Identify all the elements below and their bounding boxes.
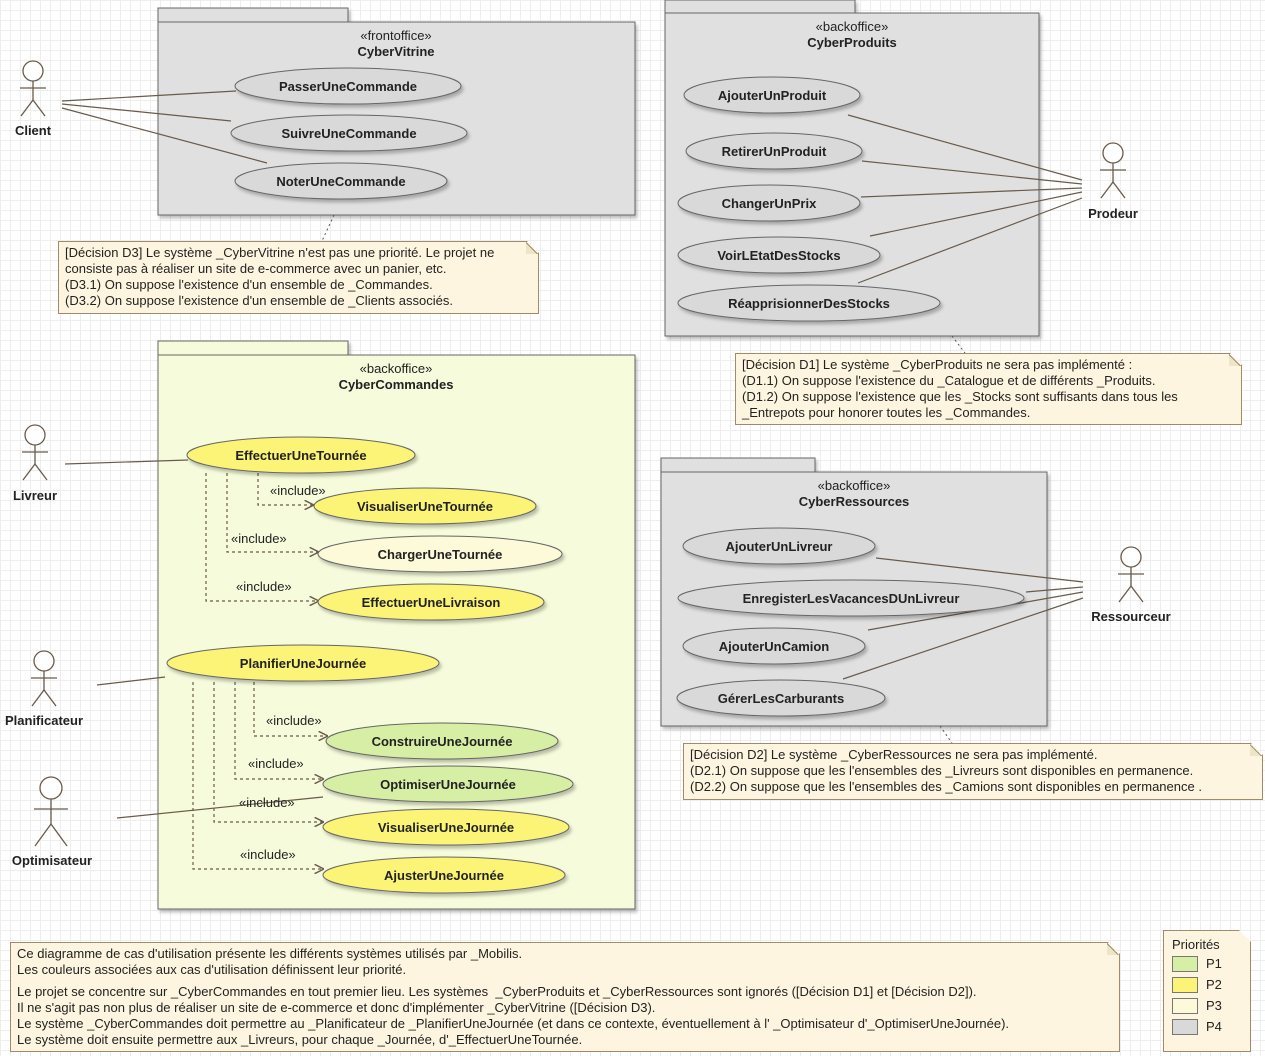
package-stereotype: «backoffice» [360, 361, 433, 376]
usecase-vacances-livreur[interactable]: EnregisterLesVacancesDUnLivreur [677, 579, 1025, 617]
usecase-visualiser-journee[interactable]: VisualiserUneJournée [322, 808, 570, 846]
package-stereotype: «backoffice» [816, 19, 889, 34]
usecase-construire-journee[interactable]: ConstruireUneJournée [325, 722, 559, 760]
actor-label: Optimisateur [12, 853, 92, 868]
include-label: «include» [236, 579, 292, 594]
usecase-effectuer-tournee[interactable]: EffectuerUneTournée [186, 436, 416, 474]
include-label: «include» [248, 756, 304, 771]
legend-swatch [1172, 998, 1198, 1014]
actor-planificateur-icon[interactable] [31, 650, 57, 707]
usecase-optimiser-journee[interactable]: OptimiserUneJournée [322, 765, 574, 803]
svg-text:OptimiserUneJournée: OptimiserUneJournée [380, 777, 516, 792]
usecase-ajouter-camion[interactable]: AjouterUnCamion [682, 627, 866, 665]
legend-item-p3: P3 [1172, 995, 1242, 1016]
svg-text:ChargerUneTournée: ChargerUneTournée [378, 547, 503, 562]
svg-text:RetirerUnProduit: RetirerUnProduit [722, 144, 827, 159]
svg-text:PlanifierUneJournée: PlanifierUneJournée [240, 656, 366, 671]
actor-ressourceur-icon[interactable] [1118, 546, 1144, 603]
svg-text:AjusterUneJournée: AjusterUneJournée [384, 868, 504, 883]
actor-prodeur-icon[interactable] [1100, 142, 1126, 199]
actor-label: Planificateur [5, 713, 83, 728]
svg-text:ChangerUnPrix: ChangerUnPrix [722, 196, 817, 211]
usecase-retirer-produit[interactable]: RetirerUnProduit [685, 132, 863, 170]
svg-text:PasserUneCommande: PasserUneCommande [279, 79, 417, 94]
note-decision-d1: [Décision D1] Le système _CyberProduits … [735, 353, 1242, 425]
legend-title: Priorités [1172, 937, 1220, 952]
associations [61, 90, 1084, 819]
usecase-effectuer-livraison[interactable]: EffectuerUneLivraison [317, 583, 545, 621]
legend-item-p1: P1 [1172, 953, 1242, 974]
include-label: «include» [240, 847, 296, 862]
legend-swatch [1172, 956, 1198, 972]
include-dependencies [192, 473, 327, 869]
actor-optimisateur-icon[interactable] [34, 776, 68, 847]
usecase-visualiser-tournee[interactable]: VisualiserUneTournée [313, 487, 537, 525]
svg-text:NoterUneCommande: NoterUneCommande [276, 174, 405, 189]
note-main-description: Ce diagramme de cas d'utilisation présen… [10, 942, 1120, 1052]
legend-item-p4: P4 [1172, 1016, 1242, 1037]
legend-swatch [1172, 1019, 1198, 1035]
svg-text:VisualiserUneTournée: VisualiserUneTournée [357, 499, 493, 514]
usecase-planifier-journee[interactable]: PlanifierUneJournée [166, 644, 440, 682]
priority-legend: Priorités P1 P2 P3 P4 [1163, 930, 1251, 1052]
svg-text:VoirLEtatDesStocks: VoirLEtatDesStocks [717, 248, 840, 263]
usecase-voir-stocks[interactable]: VoirLEtatDesStocks [677, 236, 881, 274]
package-title: CyberVitrine [357, 44, 434, 59]
svg-text:AjouterUnLivreur: AjouterUnLivreur [726, 539, 833, 554]
usecase-changer-prix[interactable]: ChangerUnPrix [677, 184, 861, 222]
legend-swatch [1172, 977, 1198, 993]
usecase-ajuster-journee[interactable]: AjusterUneJournée [322, 856, 566, 894]
actor-client-icon[interactable] [20, 60, 46, 117]
usecase-passer-commande[interactable]: PasserUneCommande [234, 67, 462, 105]
svg-text:AjouterUnProduit: AjouterUnProduit [718, 88, 827, 103]
include-label: «include» [239, 795, 295, 810]
svg-text:EnregisterLesVacancesDUnLivreu: EnregisterLesVacancesDUnLivreur [743, 591, 960, 606]
usecase-ajouter-produit[interactable]: AjouterUnProduit [683, 76, 861, 114]
package-stereotype: «backoffice» [818, 478, 891, 493]
package-stereotype: «frontoffice» [360, 28, 431, 43]
package-title: CyberProduits [807, 35, 897, 50]
svg-text:RéapprisionnerDesStocks: RéapprisionnerDesStocks [728, 296, 890, 311]
legend-item-p2: P2 [1172, 974, 1242, 995]
include-label: «include» [266, 713, 322, 728]
svg-text:ConstruireUneJournée: ConstruireUneJournée [372, 734, 513, 749]
svg-text:EffectuerUneTournée: EffectuerUneTournée [235, 448, 366, 463]
usecase-charger-tournee[interactable]: ChargerUneTournée [317, 535, 563, 573]
include-label: «include» [231, 531, 287, 546]
note-decision-d2: [Décision D2] Le système _CyberRessource… [683, 743, 1263, 800]
package-cyberproduits [664, 0, 1040, 337]
svg-text:SuivreUneCommande: SuivreUneCommande [281, 126, 416, 141]
usecase-suivre-commande[interactable]: SuivreUneCommande [230, 114, 468, 152]
usecase-gerer-carburants[interactable]: GérerLesCarburants [676, 679, 886, 717]
actor-label: Ressourceur [1091, 609, 1170, 624]
actor-livreur-icon[interactable] [22, 424, 48, 481]
svg-text:EffectuerUneLivraison: EffectuerUneLivraison [362, 595, 501, 610]
svg-text:AjouterUnCamion: AjouterUnCamion [719, 639, 830, 654]
actor-label: Client [15, 123, 52, 138]
note-decision-d3: [Décision D3] Le système _CyberVitrine n… [58, 241, 539, 314]
note-anchors [321, 214, 966, 744]
svg-text:VisualiserUneJournée: VisualiserUneJournée [378, 820, 514, 835]
usecase-ajouter-livreur[interactable]: AjouterUnLivreur [682, 527, 876, 565]
include-label: «include» [270, 483, 326, 498]
actor-label: Livreur [13, 488, 57, 503]
package-title: CyberCommandes [339, 377, 454, 392]
svg-text:GérerLesCarburants: GérerLesCarburants [718, 691, 844, 706]
usecase-reapprovisionner-stocks[interactable]: RéapprisionnerDesStocks [677, 284, 941, 322]
package-title: CyberRessources [799, 494, 910, 509]
actor-label: Prodeur [1088, 206, 1138, 221]
usecase-noter-commande[interactable]: NoterUneCommande [234, 162, 448, 200]
